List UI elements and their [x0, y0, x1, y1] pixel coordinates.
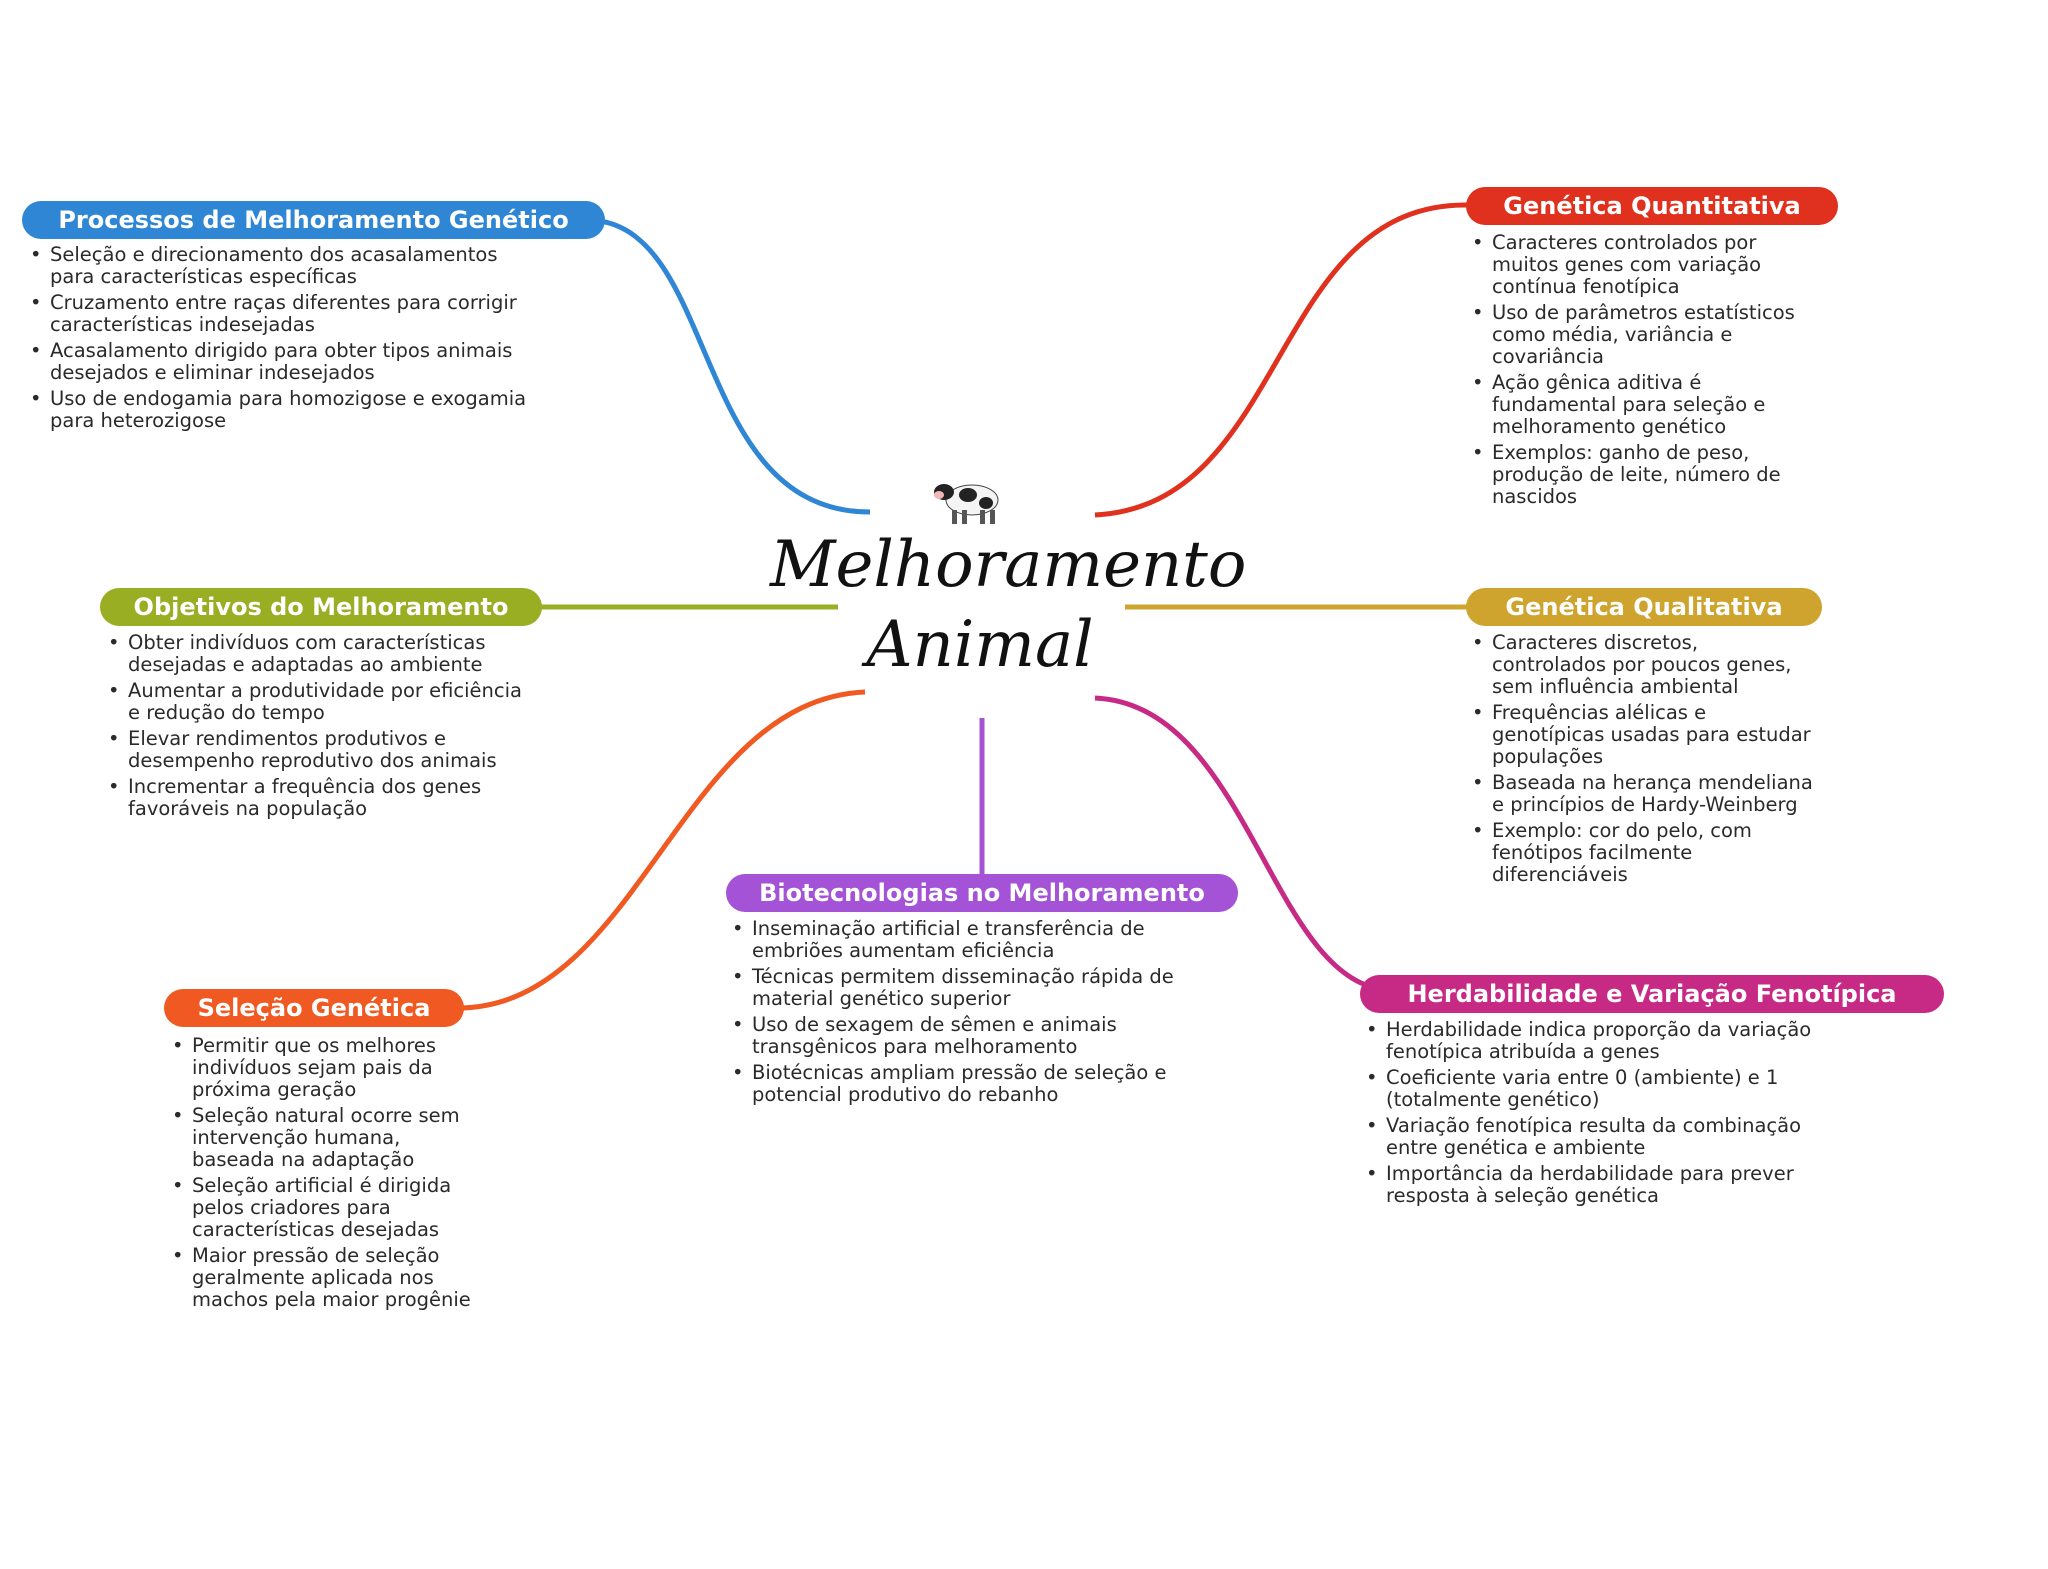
list-item: Ação gênica aditiva é fundamental para s… [1468, 372, 1808, 438]
list-processos: Seleção e direcionamento dos acasalament… [26, 244, 546, 436]
list-item: Exemplos: ganho de peso, produção de lei… [1468, 442, 1808, 508]
list-item: Importância da herdabilidade para prever… [1362, 1163, 1842, 1207]
topic-objetivos[interactable]: Objetivos do Melhoramento [100, 588, 542, 626]
list-item: Baseada na herança mendeliana e princípi… [1468, 772, 1818, 816]
list-item: Uso de parâmetros estatísticos como médi… [1468, 302, 1808, 368]
connector-quantitativa [1094, 202, 1471, 518]
cow-icon [934, 484, 999, 524]
topic-herdabilidade[interactable]: Herdabilidade e Variação Fenotípica [1360, 975, 1944, 1013]
list-item: Caracteres discretos, controlados por po… [1468, 632, 1818, 698]
list-item: Maior pressão de seleção geralmente apli… [168, 1245, 488, 1311]
list-item: Incrementar a frequência dos genes favor… [104, 776, 534, 820]
connector-selecao [459, 689, 866, 1011]
list-item: Inseminação artificial e transferência d… [728, 918, 1188, 962]
list-item: Obter indivíduos com características des… [104, 632, 534, 676]
list-item: Seleção artificial é dirigida pelos cria… [168, 1175, 488, 1241]
list-item: Uso de endogamia para homozigose e exoga… [26, 388, 546, 432]
list-genetica-quantitativa: Caracteres controlados por muitos genes … [1468, 232, 1808, 512]
list-item: Permitir que os melhores indivíduos seja… [168, 1035, 488, 1101]
list-biotecnologias: Inseminação artificial e transferência d… [728, 918, 1188, 1110]
topic-genetica-quantitativa[interactable]: Genética Quantitativa [1466, 187, 1838, 225]
central-title-line1: Melhoramento [770, 528, 1247, 602]
list-item: Herdabilidade indica proporção da variaç… [1362, 1019, 1842, 1063]
list-item: Seleção e direcionamento dos acasalament… [26, 244, 546, 288]
list-item: Acasalamento dirigido para obter tipos a… [26, 340, 546, 384]
connector-herdabilidade [1094, 695, 1391, 993]
central-topic[interactable]: Melhoramento Animal [770, 525, 1247, 685]
list-selecao: Permitir que os melhores indivíduos seja… [168, 1035, 488, 1315]
list-item: Biotécnicas ampliam pressão de seleção e… [728, 1062, 1188, 1106]
list-item: Aumentar a produtividade por eficiência … [104, 680, 534, 724]
list-item: Cruzamento entre raças diferentes para c… [26, 292, 546, 336]
connector-processos [589, 217, 871, 515]
list-item: Caracteres controlados por muitos genes … [1468, 232, 1808, 298]
list-item: Coeficiente varia entre 0 (ambiente) e 1… [1362, 1067, 1842, 1111]
topic-processos[interactable]: Processos de Melhoramento Genético [22, 201, 605, 239]
list-item: Elevar rendimentos produtivos e desempen… [104, 728, 534, 772]
list-item: Seleção natural ocorre sem intervenção h… [168, 1105, 488, 1171]
topic-biotecnologias[interactable]: Biotecnologias no Melhoramento [726, 874, 1238, 912]
list-objetivos: Obter indivíduos com características des… [104, 632, 534, 824]
list-item: Frequências alélicas e genotípicas usada… [1468, 702, 1818, 768]
central-title-line2: Animal [866, 608, 1094, 682]
list-item: Técnicas permitem disseminação rápida de… [728, 966, 1188, 1010]
list-item: Variação fenotípica resulta da combinaçã… [1362, 1115, 1842, 1159]
list-item: Exemplo: cor do pelo, com fenótipos faci… [1468, 820, 1818, 886]
topic-genetica-qualitativa[interactable]: Genética Qualitativa [1466, 588, 1822, 626]
list-genetica-qualitativa: Caracteres discretos, controlados por po… [1468, 632, 1818, 890]
list-item: Uso de sexagem de sêmen e animais transg… [728, 1014, 1188, 1058]
list-herdabilidade: Herdabilidade indica proporção da variaç… [1362, 1019, 1842, 1211]
topic-selecao[interactable]: Seleção Genética [164, 989, 464, 1027]
